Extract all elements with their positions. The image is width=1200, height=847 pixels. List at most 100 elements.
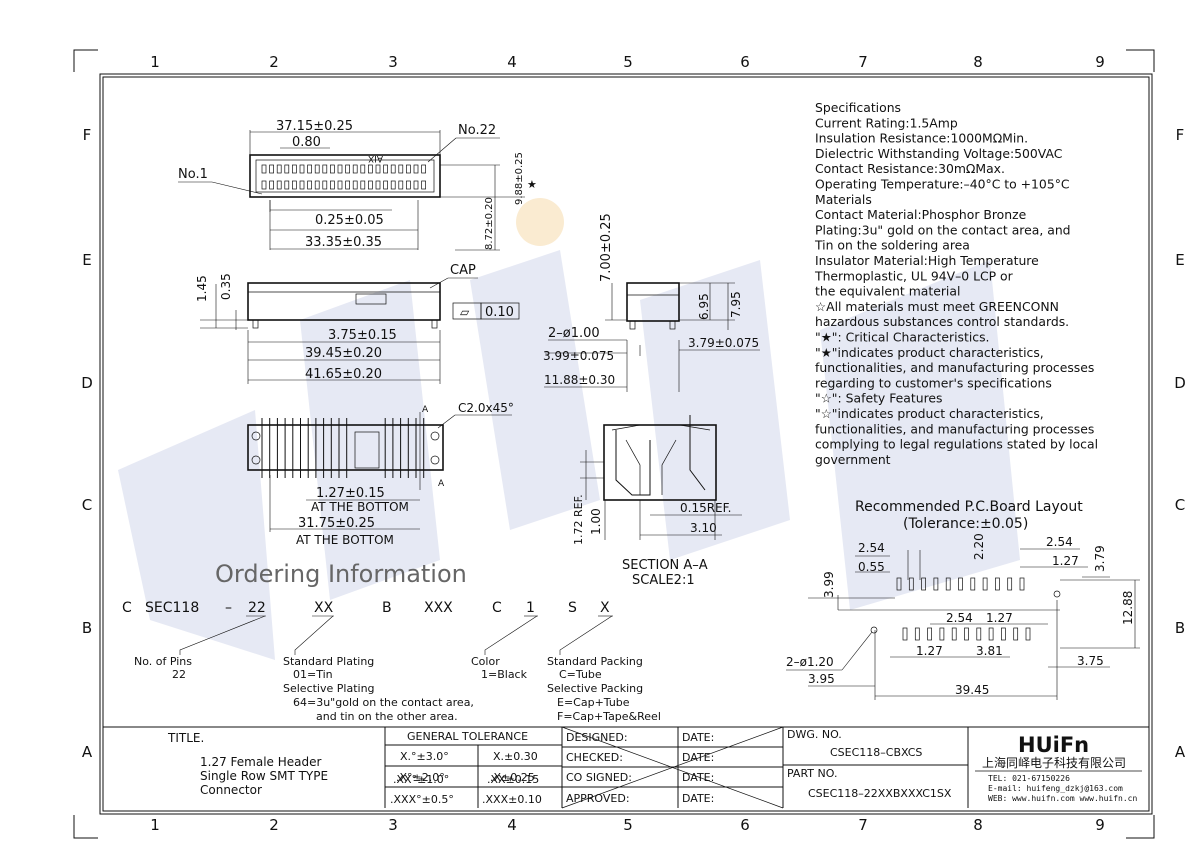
- contact-tooth: [337, 180, 343, 190]
- row-labels-left: F E D C B A: [81, 126, 93, 761]
- svg-text:and tin on the other area: and tin on the other area.: [316, 710, 458, 723]
- pcb-pad: [933, 577, 939, 591]
- svg-text:33.35±0.35: 33.35±0.35: [305, 235, 382, 250]
- svg-text:0.15REF.: 0.15REF.: [680, 501, 731, 515]
- svg-text:1.45: 1.45: [195, 275, 209, 302]
- svg-text:1=Black: 1=Black: [481, 668, 528, 681]
- svg-text:E=Cap+Tube: E=Cap+Tube: [557, 696, 630, 709]
- svg-text:7.00±0.25: 7.00±0.25: [599, 213, 614, 282]
- contact-tooth: [337, 164, 343, 174]
- svg-text:1: 1: [526, 600, 535, 616]
- contact-tooth: [322, 164, 328, 174]
- svg-text:Single Row SMT TYPE: Single Row SMT TYPE: [200, 769, 328, 783]
- ordering-information: Ordering Information C SEC118 – 22 XX B …: [122, 560, 661, 723]
- contact-tooth: [413, 164, 419, 174]
- svg-text:C2.0x45°: C2.0x45°: [458, 401, 514, 415]
- svg-text:DATE:: DATE:: [682, 731, 714, 744]
- spec-line: complying to legal regulations stated by…: [815, 437, 1098, 452]
- svg-text:GENERAL TOLERANCE: GENERAL TOLERANCE: [407, 730, 528, 743]
- spec-line: Insulation Resistance:1000MΩMin.: [815, 131, 1028, 146]
- svg-text:AT THE BOTTOM: AT THE BOTTOM: [296, 533, 394, 547]
- svg-text:B: B: [1175, 619, 1185, 637]
- peg: [430, 431, 440, 441]
- svg-text:C=Tube: C=Tube: [559, 668, 602, 681]
- svg-text:No.1: No.1: [178, 167, 208, 182]
- contact-tooth: [352, 180, 358, 190]
- bottom-view: C2.0x45° A A 1.27±0.15 AT THE BOTTOM 31.…: [247, 401, 514, 547]
- spec-line: hazardous substances control standards.: [815, 314, 1069, 329]
- svg-text:22: 22: [248, 600, 266, 616]
- svg-text:5: 5: [623, 816, 633, 834]
- spec-line: Materials: [815, 192, 872, 207]
- svg-text:DATE:: DATE:: [682, 792, 714, 805]
- contact-tooth: [276, 164, 282, 174]
- row-labels-right: F E D C B A: [1174, 126, 1186, 761]
- svg-text:Selective Packing: Selective Packing: [547, 682, 643, 695]
- svg-text:CSEC118–22XXBXXXC1SX: CSEC118–22XXBXXXC1SX: [808, 787, 952, 800]
- svg-text:TITLE.: TITLE.: [167, 731, 204, 745]
- svg-text:C: C: [492, 600, 502, 616]
- spec-line: Plating:3u" gold on the contact area, an…: [815, 222, 1071, 237]
- contact-tooth: [375, 180, 381, 190]
- contact-tooth: [383, 180, 388, 190]
- svg-text:8: 8: [973, 53, 983, 71]
- svg-text:2–ø1.20: 2–ø1.20: [786, 655, 834, 669]
- svg-text:41.65±0.20: 41.65±0.20: [305, 367, 382, 382]
- spec-line: Operating Temperature:–40°C to +105°C: [815, 177, 1070, 192]
- svg-text:B: B: [82, 619, 92, 637]
- pcb-pad: [908, 577, 914, 591]
- svg-text:1.27: 1.27: [916, 644, 943, 658]
- svg-text:C: C: [122, 600, 132, 616]
- svg-text:6.95: 6.95: [697, 293, 711, 320]
- pcb-pad: [945, 577, 951, 591]
- contact-tooth: [421, 164, 426, 174]
- contact-tooth: [406, 180, 411, 190]
- svg-text:2.20: 2.20: [972, 533, 986, 560]
- svg-text:0.80: 0.80: [292, 135, 321, 150]
- svg-text:–: –: [225, 600, 232, 616]
- svg-text:3.79: 3.79: [1093, 545, 1107, 572]
- svg-text:4: 4: [507, 816, 517, 834]
- contact-tooth: [398, 180, 404, 190]
- contact-tooth: [368, 164, 373, 174]
- svg-text:CSEC118–CBXCS: CSEC118–CBXCS: [830, 746, 922, 759]
- svg-text:8.72±0.20: 8.72±0.20: [484, 197, 495, 250]
- contact-tooth: [368, 180, 373, 190]
- svg-text:0.25±0.05: 0.25±0.05: [315, 213, 384, 228]
- svg-text:★: ★: [527, 178, 537, 191]
- svg-text:64=3u"gold on the contact: 64=3u"gold on the contact area,: [293, 696, 474, 709]
- svg-text:0.10: 0.10: [485, 305, 514, 320]
- contact-tooth: [345, 164, 350, 174]
- pcb-pad: [927, 627, 932, 641]
- svg-text:2.54: 2.54: [858, 541, 885, 555]
- contact-tooth: [352, 164, 358, 174]
- spec-line: "☆"indicates product characteristics,: [815, 406, 1044, 421]
- pcb-pad: [982, 577, 988, 591]
- contact-tooth: [360, 164, 366, 174]
- svg-text:X.°±3.0°: X.°±3.0°: [400, 750, 449, 763]
- spec-line: Specifications: [815, 100, 901, 115]
- svg-text:PART NO.: PART NO.: [787, 767, 837, 780]
- contact-tooth: [269, 164, 274, 174]
- svg-text:5: 5: [623, 53, 633, 71]
- svg-text:0.35: 0.35: [219, 273, 233, 300]
- svg-text:.XXX±0.10: .XXX±0.10: [482, 793, 542, 806]
- svg-text:F=Cap+Tape&Reel: F=Cap+Tape&Reel: [557, 710, 661, 723]
- svg-text:Recommended P.C.Board Layout: Recommended P.C.Board Layout: [855, 499, 1083, 515]
- svg-text:Color: Color: [471, 655, 500, 668]
- spec-line: functionalities, and manufacturing proce…: [815, 360, 1094, 375]
- svg-text:Selective Plating: Selective Plating: [283, 682, 375, 695]
- pcb-pad: [896, 577, 902, 591]
- contact-tooth: [390, 164, 396, 174]
- front-view: 1.45 0.35 CAP ▱ 0.10 3.75±0.15 39.45±0.2…: [195, 263, 520, 384]
- contact-tooth: [261, 164, 267, 174]
- svg-text:.X±0.25: .X±0.25: [490, 771, 535, 784]
- svg-text:AIX: AIX: [368, 153, 383, 163]
- section-view: 1.72 REF. 1.00 0.15REF. 3.10 SECTION A–A…: [572, 415, 742, 588]
- svg-text:TEL: 021-67150226: TEL: 021-67150226: [988, 774, 1070, 783]
- svg-text:7: 7: [858, 816, 868, 834]
- spec-line: "★"indicates product characteristics,: [815, 345, 1044, 360]
- svg-text:Connector: Connector: [200, 783, 262, 797]
- svg-text:9.88±0.25: 9.88±0.25: [514, 152, 525, 205]
- svg-text:DESIGNED:: DESIGNED:: [566, 731, 628, 744]
